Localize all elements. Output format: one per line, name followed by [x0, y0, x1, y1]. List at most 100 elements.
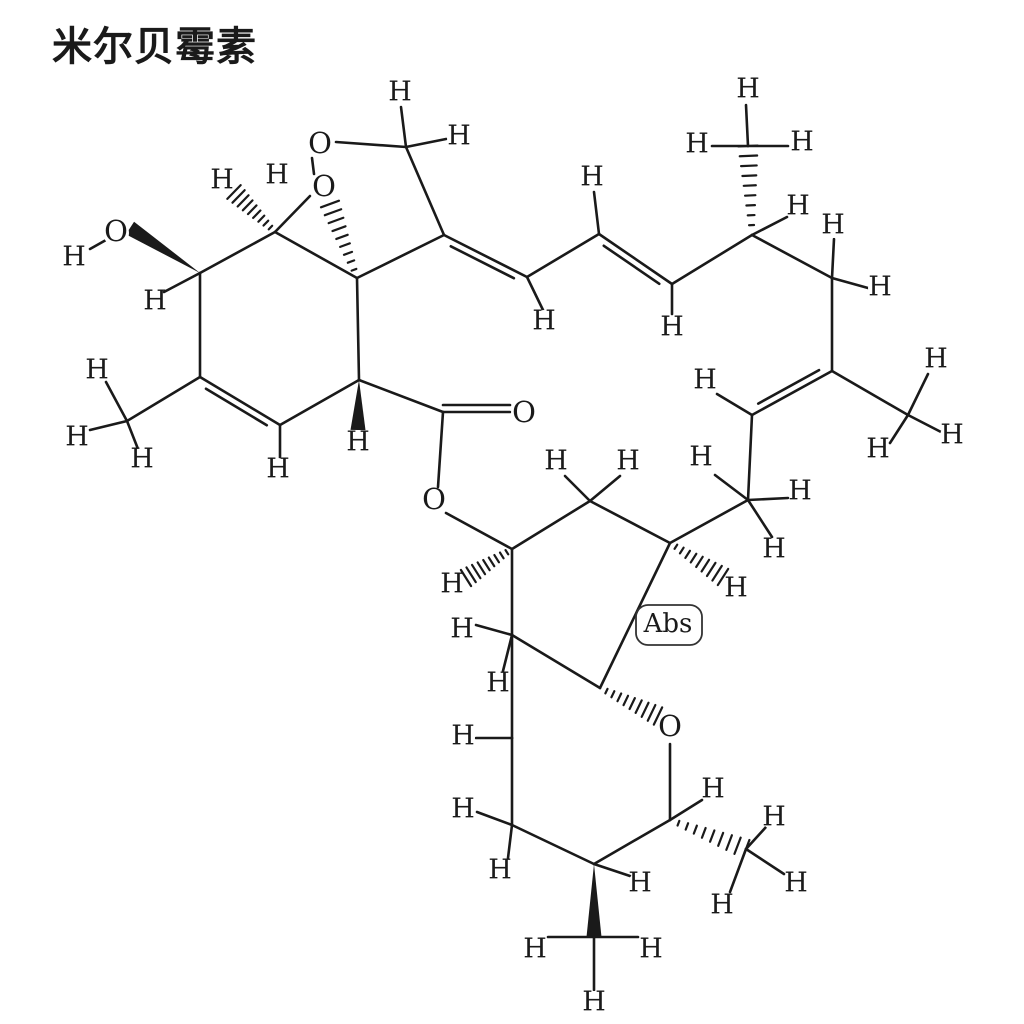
bond-c16-h-right: [746, 496, 790, 502]
carbonyl-O: O: [512, 395, 536, 429]
label-halo: [784, 872, 808, 896]
label-halo: [544, 450, 568, 474]
H-diene-a: H: [532, 306, 556, 337]
H-c23-low: H: [451, 794, 475, 825]
bond-c12-c13: [750, 233, 834, 280]
H-ch2-top: H: [388, 77, 412, 108]
H-diene-b: H: [580, 162, 604, 193]
H-methyl-left-bot: H: [130, 444, 154, 475]
label-halo: [130, 448, 154, 472]
bond-ch2-h-up: [399, 105, 408, 149]
label-halo: [580, 166, 604, 190]
H-ring-top-right: H: [616, 446, 640, 477]
label-halo: [724, 577, 748, 601]
label-halo: [639, 938, 663, 962]
label-halo: [762, 806, 786, 830]
label-halo: [685, 133, 709, 157]
H-c19-low: H: [486, 668, 510, 699]
bond-obridge-otop: [310, 156, 316, 176]
bond-c9-h: [525, 275, 545, 312]
label-halo: [210, 169, 234, 193]
label-halo: [307, 132, 333, 158]
bond-c6-c7: [273, 230, 359, 280]
H-allylic-top: H: [689, 442, 713, 473]
H-diene-c: H: [660, 312, 684, 343]
bond-c4-me: [125, 375, 202, 423]
label-halo: [62, 246, 86, 270]
label-halo: [689, 446, 713, 470]
bond-c24-h-left: [475, 810, 514, 827]
H-ch2-right: H: [447, 121, 471, 152]
H-methyl-pyran-top: H: [762, 802, 786, 833]
label-halo: [868, 276, 892, 300]
label-halo: [821, 214, 845, 238]
bond-c25-me-wedge: [586, 864, 602, 937]
label-halo: [266, 458, 290, 482]
H-methyl-up-left: H: [685, 129, 709, 160]
H-methyl-left-low: H: [65, 422, 89, 453]
label-halo: [143, 290, 167, 314]
H-c19-left: H: [450, 614, 474, 645]
O-pyran: O: [658, 709, 682, 743]
bond-c4-c3: [198, 375, 282, 427]
label-halo: [582, 991, 606, 1015]
H-c24-low: H: [488, 855, 512, 886]
bond-c7-obridge-hash: [319, 199, 358, 272]
label-halo: [940, 424, 964, 448]
bond-c18-h-left: [474, 623, 514, 637]
label-halo: [451, 798, 475, 822]
label-halo: [447, 125, 471, 149]
bond-c16-c21: [668, 498, 750, 545]
label-halo: [103, 220, 129, 246]
H-allylic-low: H: [762, 534, 786, 565]
H-methyl-up-top: H: [736, 74, 760, 105]
bond-c13-h-right: [830, 276, 870, 290]
H-pyran-CH: H: [701, 774, 725, 805]
bond-c16-h-low: [746, 498, 774, 539]
label-halo: [616, 450, 640, 474]
bond-c26-h: [668, 798, 704, 822]
label-halo: [511, 401, 537, 427]
bond-otop-ch2: [334, 140, 408, 149]
bond-c6-h-hash: [226, 184, 274, 231]
bond-c6-o-bridge: [273, 194, 312, 234]
label-halo: [450, 618, 474, 642]
label-halo: [628, 872, 652, 896]
abs-stereo-text: Abs: [643, 609, 693, 639]
label-halo: [488, 859, 512, 883]
abs-stereo-label: Abs: [635, 604, 703, 646]
bond-c2-c7: [355, 276, 361, 382]
H-methyl-up-right: H: [790, 127, 814, 158]
label-halo: [790, 131, 814, 155]
label-halo: [346, 431, 370, 455]
label-halo: [701, 778, 725, 802]
label-halo: [265, 164, 289, 188]
H-c23-left: H: [451, 721, 475, 752]
bond-c20-h-right: [588, 474, 622, 503]
H-methyl-bot-left: H: [523, 934, 547, 965]
H-methyl-pyran-right: H: [784, 868, 808, 899]
bond-c24-c25: [510, 823, 596, 866]
H-methyl-right-left: H: [866, 434, 890, 465]
bond-layer: [88, 103, 943, 992]
bond-c26-me-hash: [676, 819, 751, 860]
stereo-label-layer: Abs: [635, 604, 703, 646]
bond-c24-h-low: [506, 823, 514, 860]
bond-c7-c8: [355, 233, 446, 280]
bond-c11-c12: [670, 233, 754, 286]
H-methyl-right-top: H: [924, 344, 948, 375]
bond-o-c5-wedge: [125, 221, 200, 273]
H-ch2-mid-top: H: [821, 210, 845, 241]
label-halo: [451, 725, 475, 749]
bond-c25-c26: [592, 818, 672, 866]
H-allylic-right: H: [788, 476, 812, 507]
bond-c25-h: [592, 862, 632, 878]
bond-ho-o: [88, 238, 108, 251]
H-methyl-bot-low: H: [582, 987, 606, 1018]
bond-mec14-h-right: [906, 413, 943, 434]
bond-c5-h: [162, 271, 202, 294]
H-c17-hash: H: [440, 569, 464, 600]
bond-me-h1: [104, 380, 129, 423]
bond-mec26-h-low: [728, 847, 748, 894]
page-title: 米尔贝霉素: [52, 24, 257, 70]
